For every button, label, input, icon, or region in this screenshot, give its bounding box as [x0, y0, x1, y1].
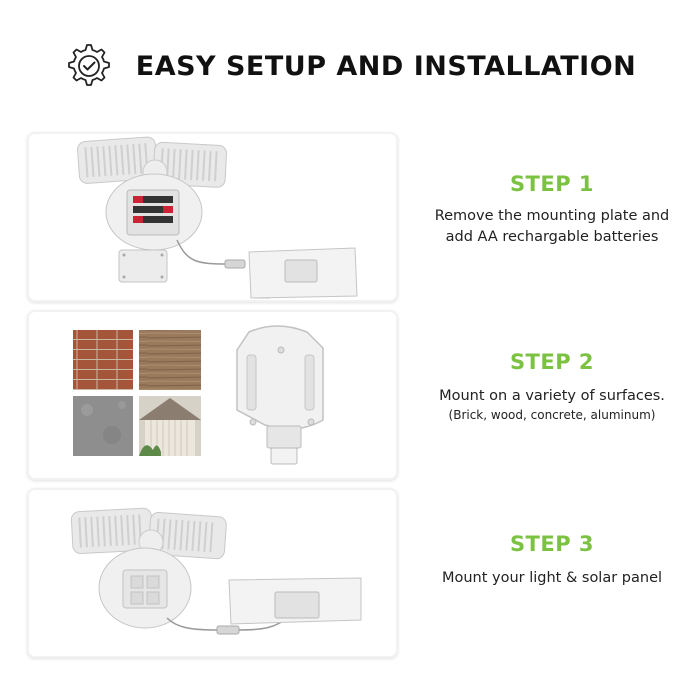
step-1-text: STEP 1 Remove the mounting plate and add…	[402, 132, 700, 302]
step-3-image	[27, 488, 398, 658]
step-2-image	[27, 310, 398, 480]
gear-check-icon	[67, 44, 110, 86]
step-3-section: STEP 3 Mount your light & solar panel	[0, 488, 700, 658]
step-2-text: STEP 2 Mount on a variety of surfaces. (…	[402, 310, 700, 480]
wood-swatch	[139, 330, 201, 390]
step-1-desc-line-2: add AA rechargable batteries	[445, 229, 659, 245]
page-title: EASY SETUP AND INSTALLATION	[135, 50, 637, 82]
aluminum-swatch	[139, 396, 201, 456]
light-solar-illustration	[70, 507, 362, 635]
step-1-title: STEP 1	[509, 172, 595, 196]
step-1-section: STEP 1 Remove the mounting plate and add…	[0, 132, 700, 302]
mounting-plate-illustration	[236, 325, 324, 465]
step-1-desc-line-1: Remove the mounting plate and	[434, 208, 670, 224]
step-2-title: STEP 2	[509, 350, 595, 374]
step-1-image	[27, 132, 398, 302]
brick-swatch	[73, 330, 133, 390]
step-3-desc-line-1: Mount your light & solar panel	[441, 570, 663, 586]
step-3-text: STEP 3 Mount your light & solar panel	[402, 488, 700, 658]
page-header: EASY SETUP AND INSTALLATION	[0, 36, 700, 96]
step-2-desc-line-1: Mount on a variety of surfaces.	[439, 388, 665, 404]
step-2-section: STEP 2 Mount on a variety of surfaces. (…	[0, 310, 700, 480]
surfaces-mount-illustration	[73, 325, 324, 465]
step-2-desc-sub: (Brick, wood, concrete, aluminum)	[448, 408, 656, 422]
step-3-title: STEP 3	[509, 532, 595, 556]
light-battery-illustration	[77, 136, 358, 299]
